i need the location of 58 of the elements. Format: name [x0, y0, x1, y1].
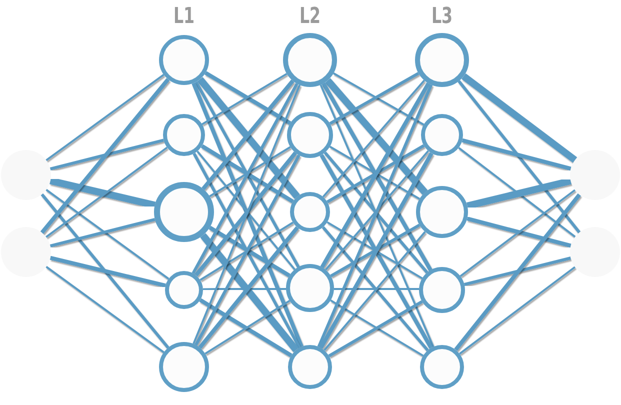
neuron-circle [165, 271, 203, 309]
connection-line [202, 80, 294, 190]
connection-line [209, 146, 291, 198]
connection-line [337, 56, 415, 64]
neuron-circle [287, 112, 333, 158]
neuron-circle [283, 33, 337, 87]
connection-line [200, 222, 294, 281]
faded-neuron-circle [570, 227, 620, 277]
faded-neuron-circle [1, 227, 51, 277]
neuron-circle [159, 35, 209, 85]
connection-line [466, 178, 572, 210]
connection-line [209, 56, 283, 64]
connection-line [46, 74, 164, 162]
neuron-circle [415, 33, 469, 87]
neuron-circle [288, 345, 332, 389]
connection-line [46, 188, 170, 280]
connection-line [454, 193, 581, 352]
connection-line [464, 256, 572, 286]
connection-line [214, 210, 290, 214]
connection-line [460, 189, 576, 277]
layer-label: L2 [298, 4, 322, 29]
connection-line [200, 144, 294, 204]
connection-line [40, 78, 170, 234]
connection-line [46, 266, 164, 354]
connection-line [466, 216, 572, 248]
layer-label: L3 [430, 4, 454, 29]
connection-line [458, 80, 581, 234]
connection-line [202, 286, 286, 292]
connection-line [46, 146, 168, 238]
connection-line [330, 210, 416, 214]
layer-label: L1 [172, 4, 196, 29]
connection-line [50, 138, 164, 170]
connection-line [334, 286, 420, 292]
connection-line [50, 177, 156, 209]
neuron-circle [419, 267, 465, 313]
connection-line [458, 147, 576, 238]
connection-line [462, 138, 572, 171]
neuron-circle [286, 264, 334, 312]
neuron-circle [159, 342, 209, 392]
connection-line [333, 133, 421, 137]
neuron-circle [290, 192, 330, 232]
connection-line [462, 73, 578, 163]
neuron-circle [154, 182, 214, 242]
connection-line [209, 364, 288, 370]
neuron-circle [416, 186, 468, 238]
connection-line [459, 266, 576, 355]
connection-line [50, 256, 166, 288]
connection-line [40, 193, 170, 349]
connection-line [197, 76, 300, 199]
neuron-circle [420, 345, 464, 389]
connection-line [332, 364, 420, 370]
faded-neuron-circle [1, 150, 51, 200]
connection-line [208, 226, 290, 278]
neuron-circle [163, 114, 205, 156]
connection-line [205, 134, 287, 136]
neuron-circle [421, 114, 463, 156]
connection-line [50, 218, 156, 248]
faded-neuron-circle [570, 150, 620, 200]
